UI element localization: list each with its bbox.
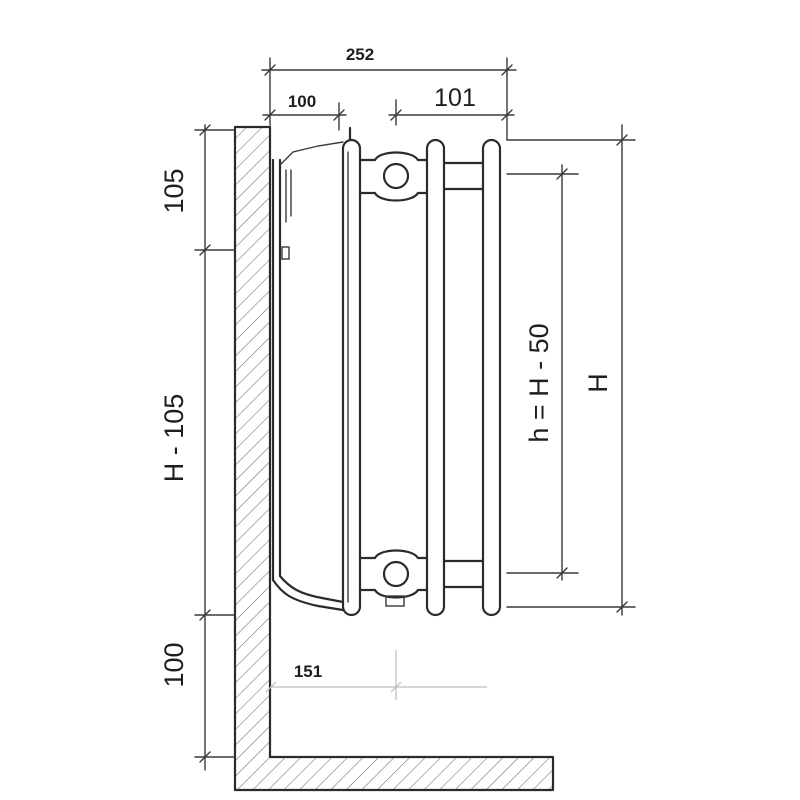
radiator-column-front: [341, 138, 362, 617]
wall-bracket: [271, 126, 352, 612]
radiator-depth-label: 101: [434, 84, 476, 112]
radiator-column-back: [481, 138, 502, 617]
radiator-column-middle: [425, 138, 446, 617]
top-dimensions: [261, 57, 517, 141]
top-offset-label: 105: [159, 168, 189, 213]
bottom-connection-port: [382, 560, 410, 588]
top-connection-port: [382, 162, 410, 190]
floor-offset-label: 151: [294, 662, 322, 681]
bottom-offset-label: 100: [159, 642, 189, 687]
floor-clearance-dimension: [265, 650, 487, 700]
wall-section: [233, 125, 555, 792]
right-dimensions: [506, 124, 636, 616]
left-dimensions: [194, 124, 236, 771]
connection-height-label: h = H - 50: [524, 323, 554, 442]
total-depth-label: 252: [346, 45, 374, 64]
radiator-body: [341, 138, 502, 617]
bracket-depth-label: 100: [288, 92, 316, 111]
total-height-label: H: [583, 373, 613, 393]
middle-height-label: H - 105: [159, 394, 189, 483]
